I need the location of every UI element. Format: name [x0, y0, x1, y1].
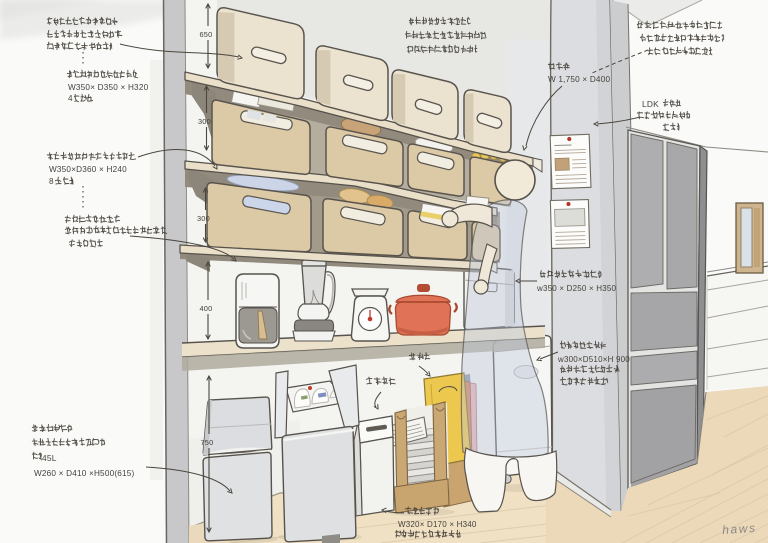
svg-text:8: 8 — [49, 177, 54, 186]
svg-text:haws: haws — [722, 521, 757, 537]
svg-text:750: 750 — [201, 438, 214, 447]
svg-text:300: 300 — [197, 214, 210, 223]
svg-text:650: 650 — [200, 30, 213, 39]
svg-text:W260 × D410 ×H500(615): W260 × D410 ×H500(615) — [34, 469, 135, 478]
svg-text:W350×D360 × H240: W350×D360 × H240 — [49, 165, 127, 174]
svg-text:w350 × D250 × H350: w350 × D250 × H350 — [536, 284, 617, 293]
svg-text:LDK: LDK — [642, 99, 659, 109]
svg-text:4: 4 — [68, 94, 73, 103]
svg-text:W 1,750 × D400: W 1,750 × D400 — [548, 75, 610, 84]
svg-text:45L: 45L — [42, 453, 57, 463]
svg-text:300: 300 — [198, 117, 211, 126]
svg-text:w300×D510×H 900: w300×D510×H 900 — [557, 355, 630, 364]
svg-text:W350× D350 × H320: W350× D350 × H320 — [68, 83, 149, 92]
svg-text:400: 400 — [200, 304, 213, 313]
svg-text:W320× D170 × H340: W320× D170 × H340 — [398, 520, 477, 529]
